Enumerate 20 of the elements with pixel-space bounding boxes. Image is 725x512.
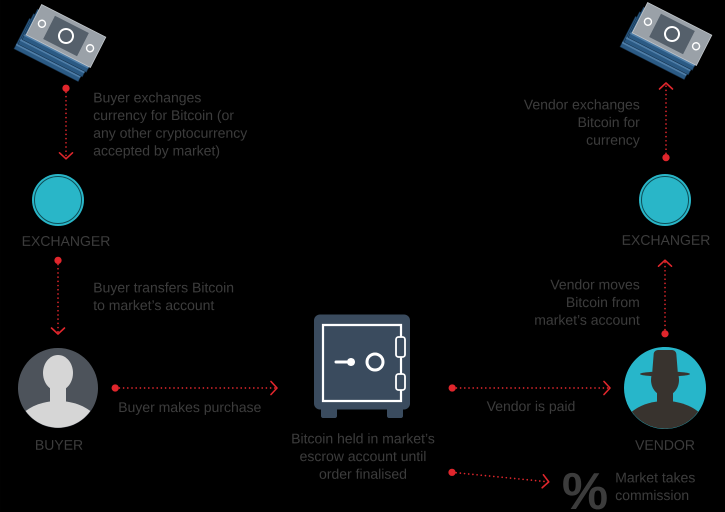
node-caption: Market takes commission [616, 472, 695, 500]
node-label: EXCHANGER [22, 236, 110, 246]
node-label: VENDOR [635, 440, 694, 450]
edge-label: Buyer makes purchase [119, 402, 261, 415]
arrow [58, 84, 74, 160]
arrow [112, 380, 278, 396]
percent-sign: % [563, 472, 607, 510]
node-label: EXCHANGER [622, 235, 710, 245]
arrow [658, 82, 674, 162]
arrow [448, 468, 550, 489]
arrow [50, 256, 66, 335]
edge-label: Vendor moves Bitcoin from market’s account [535, 279, 640, 325]
arrow [658, 259, 672, 338]
edge-label: Buyer transfers Bitcoin to market’s account [93, 282, 234, 310]
node-label: BUYER [36, 440, 82, 450]
node-caption: Bitcoin held in market’s escrow account until order finalised [292, 433, 434, 479]
edge-label: Buyer exchanges currency for Bitcoin (or any other cryptocurrency accepted by market) [94, 92, 248, 158]
arrow [448, 380, 611, 396]
edge-label: Vendor exchanges Bitcoin for currency [524, 99, 640, 148]
edge-label: Vendor is paid [486, 400, 574, 414]
